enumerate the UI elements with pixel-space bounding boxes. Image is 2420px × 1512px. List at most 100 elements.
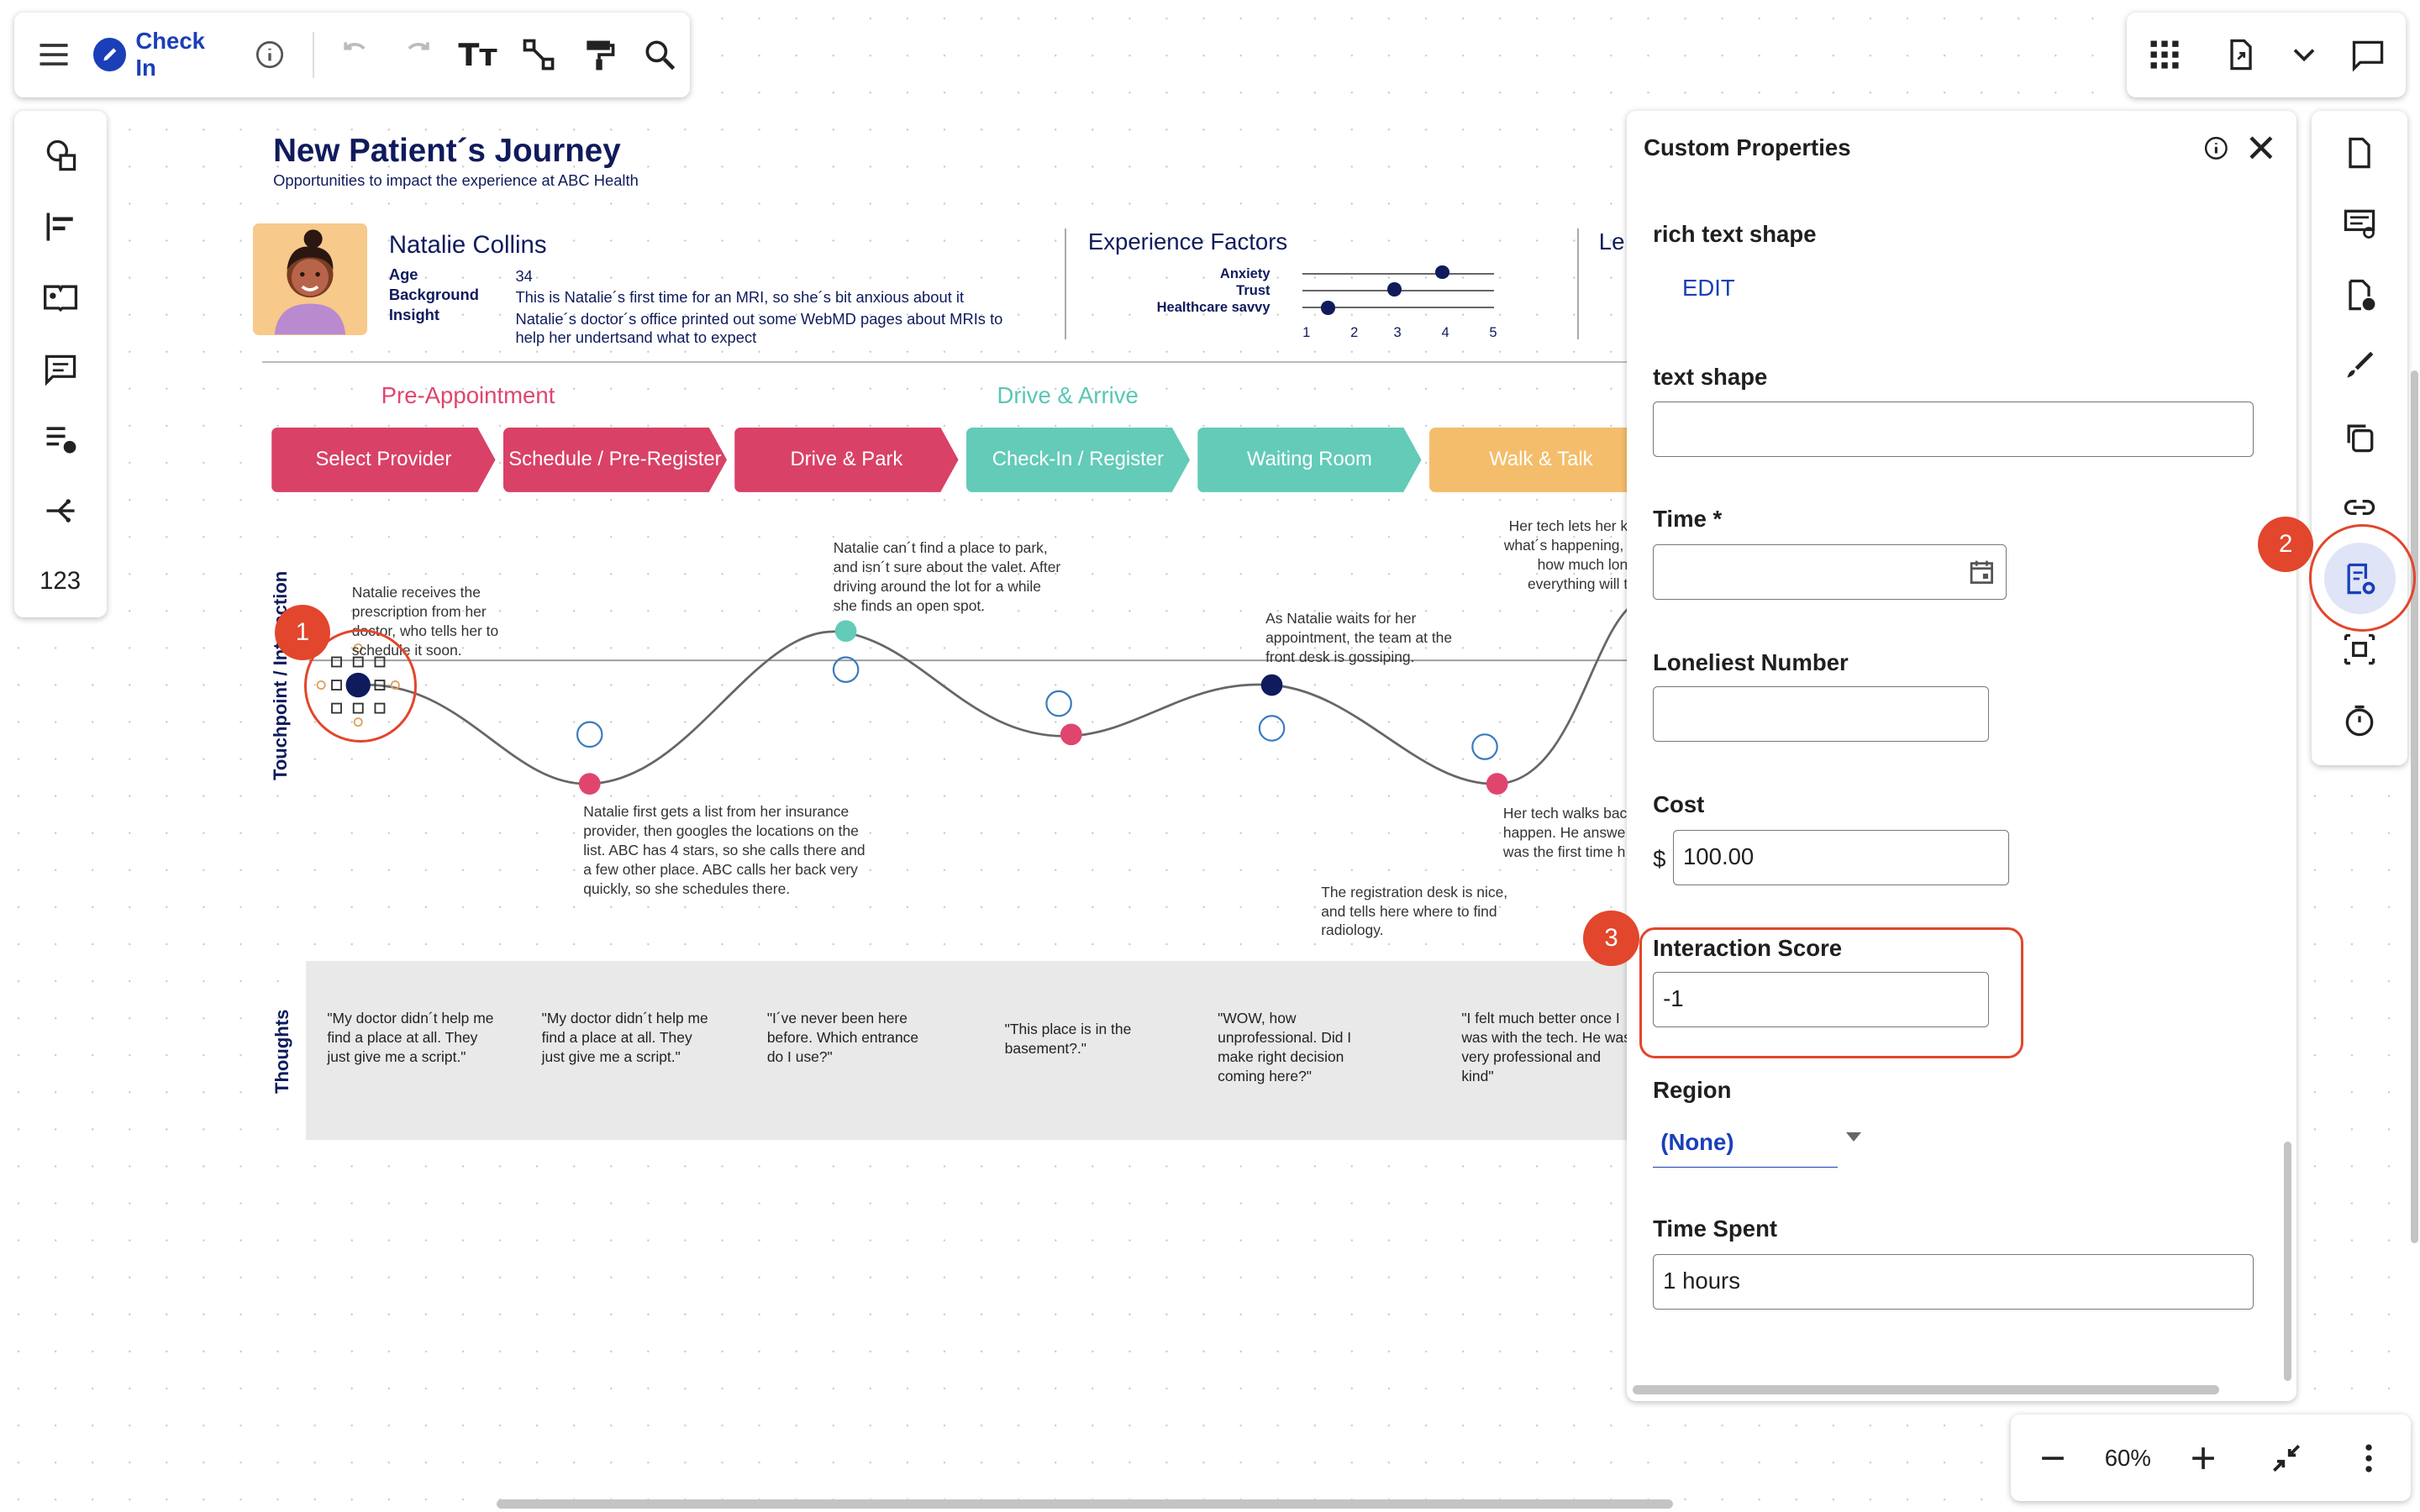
left-toolbar: 123	[13, 111, 107, 617]
scale-tick: 1	[1302, 323, 1311, 340]
chevron-down-icon[interactable]	[2286, 24, 2323, 85]
info-icon[interactable]	[239, 24, 300, 85]
apps-grid-icon[interactable]	[2133, 24, 2195, 85]
highlight-circle	[2308, 524, 2416, 632]
panel-horizontal-scrollbar[interactable]	[1633, 1385, 2220, 1395]
checkin-button[interactable]: Check In	[84, 28, 239, 81]
menu-icon[interactable]	[24, 24, 84, 85]
text-format-icon[interactable]: Tт	[458, 36, 497, 73]
region-select[interactable]: (None)	[1660, 1129, 1734, 1156]
thought-text: "My doctor didn´t help me find a place a…	[327, 1010, 494, 1066]
step-waiting-room[interactable]: Waiting Room	[1197, 427, 1422, 492]
step-check-in[interactable]: Check-In / Register	[965, 427, 1191, 492]
step-select-provider[interactable]: Select Provider	[271, 427, 496, 492]
canvas-horizontal-scrollbar[interactable]	[497, 1499, 1673, 1509]
time-spent-label: Time Spent	[1653, 1215, 1778, 1242]
persona-name: Natalie Collins	[388, 231, 547, 260]
page-icon[interactable]	[2324, 118, 2395, 188]
dropdown-arrow-icon[interactable]	[1845, 1132, 1861, 1142]
persona-age-value: 34	[515, 266, 533, 285]
persona-background-value: This is Natalie´s first time for an MRI,…	[515, 288, 965, 307]
thought-text: "I´ve never been here before. Which entr…	[766, 1010, 919, 1066]
text-shape-input[interactable]	[1653, 401, 2254, 457]
experience-factors-title: Experience Factors	[1087, 228, 1288, 255]
callout-badge: 2	[2258, 517, 2314, 573]
align-icon[interactable]	[26, 192, 94, 262]
brush-icon[interactable]	[2324, 330, 2395, 401]
page-info-icon[interactable]	[2324, 260, 2395, 330]
export-icon[interactable]	[2210, 24, 2271, 85]
interaction-score-input[interactable]: -1	[1653, 972, 1990, 1028]
info-icon[interactable]	[2201, 133, 2232, 164]
header-divider	[262, 360, 1636, 363]
redo-icon[interactable]	[387, 24, 447, 85]
text-shape-label: text shape	[1653, 364, 1768, 391]
factor-scale-line	[1302, 273, 1494, 275]
thought-text: "I felt much better once I was with the …	[1461, 1010, 1631, 1085]
touchpoint-note: Her tech lets her kn what´s happening, a…	[1503, 517, 1636, 593]
persona-insight-value: Natalie´s doctor´s office printed out so…	[515, 310, 1003, 347]
region-label: Region	[1653, 1077, 1732, 1103]
time-input[interactable]	[1653, 544, 2007, 601]
canvas-vertical-scrollbar[interactable]	[2410, 370, 2419, 1244]
thought-text: "My doctor didn´t help me find a place a…	[541, 1010, 708, 1066]
highlight-rect	[1639, 927, 2024, 1059]
timer-icon[interactable]	[2324, 685, 2395, 755]
copy-icon[interactable]	[2324, 402, 2395, 472]
scale-tick: 2	[1350, 323, 1359, 340]
scale-tick: 3	[1393, 323, 1402, 340]
factor-label: Anxiety	[1219, 265, 1270, 281]
thought-text: "This place is in the basement?."	[1004, 1021, 1132, 1057]
more-options-icon[interactable]	[2338, 1427, 2400, 1488]
persona-avatar	[253, 223, 368, 335]
time-spent-input[interactable]: 1 hours	[1653, 1254, 2254, 1310]
shapes-icon[interactable]	[26, 120, 94, 191]
collapse-icon[interactable]	[2255, 1427, 2317, 1488]
journey-map-canvas[interactable]: New Patient´s Journey Opportunities to i…	[247, 123, 1654, 1158]
number-tool[interactable]: 123	[39, 567, 82, 596]
custom-properties-panel: Custom Properties rich text shape EDIT t…	[1626, 111, 2296, 1401]
edit-button[interactable]: EDIT	[1681, 274, 1735, 301]
undo-icon[interactable]	[326, 24, 387, 85]
page-subtitle: Opportunities to impact the experience a…	[273, 171, 639, 189]
format-painter-icon[interactable]	[569, 24, 629, 85]
loneliest-number-input[interactable]	[1653, 686, 1990, 743]
zoom-bar: 60%	[2011, 1415, 2411, 1502]
library-icon[interactable]	[26, 262, 94, 333]
touchpoint-note: Natalie can´t find a place to park, and …	[833, 538, 1061, 614]
thought-text: "WOW, how unprofessional. Did I make rig…	[1218, 1010, 1352, 1085]
touchpoint-note: Natalie first gets a list from her insur…	[583, 803, 865, 897]
stage-label: Drive & Arrive	[997, 382, 1139, 409]
touchpoint-note: As Natalie waits for her appointment, th…	[1265, 610, 1453, 666]
scale-tick: 5	[1489, 323, 1497, 340]
step-walk-talk[interactable]: Walk & Talk	[1428, 427, 1654, 492]
scale-tick: 4	[1441, 323, 1449, 340]
link-icon[interactable]	[2324, 472, 2395, 543]
step-schedule[interactable]: Schedule / Pre-Register	[502, 427, 728, 492]
highlight-circle	[303, 629, 418, 743]
rich-text-label: rich text shape	[1653, 220, 1817, 247]
panel-vertical-scrollbar[interactable]	[2284, 1142, 2292, 1381]
comment-icon[interactable]	[2337, 24, 2398, 85]
diagram-icon[interactable]	[26, 475, 94, 546]
factor-marker	[1387, 282, 1402, 297]
persona-age-label: Age	[388, 265, 418, 283]
select-frame-icon[interactable]	[2324, 614, 2395, 685]
calendar-icon[interactable]	[1966, 557, 1997, 588]
right-toolbar	[2312, 111, 2408, 765]
zoom-in-icon[interactable]	[2172, 1427, 2233, 1488]
search-icon[interactable]	[629, 24, 690, 85]
zoom-out-icon[interactable]	[2022, 1427, 2083, 1488]
step-drive-park[interactable]: Drive & Park	[734, 427, 959, 492]
factor-label: Trust	[1236, 282, 1270, 299]
toolbar-divider	[312, 31, 314, 78]
time-label: Time *	[1653, 506, 1723, 533]
data-properties-icon[interactable]	[2324, 188, 2395, 259]
cost-input[interactable]: 100.00	[1672, 830, 2010, 886]
stage-label: Pre-Appointment	[381, 382, 555, 409]
zoom-level[interactable]: 60%	[2104, 1444, 2151, 1471]
close-icon[interactable]	[2241, 128, 2281, 168]
data-icon[interactable]	[26, 404, 94, 475]
connector-icon[interactable]	[508, 24, 569, 85]
comments-icon[interactable]	[26, 333, 94, 404]
